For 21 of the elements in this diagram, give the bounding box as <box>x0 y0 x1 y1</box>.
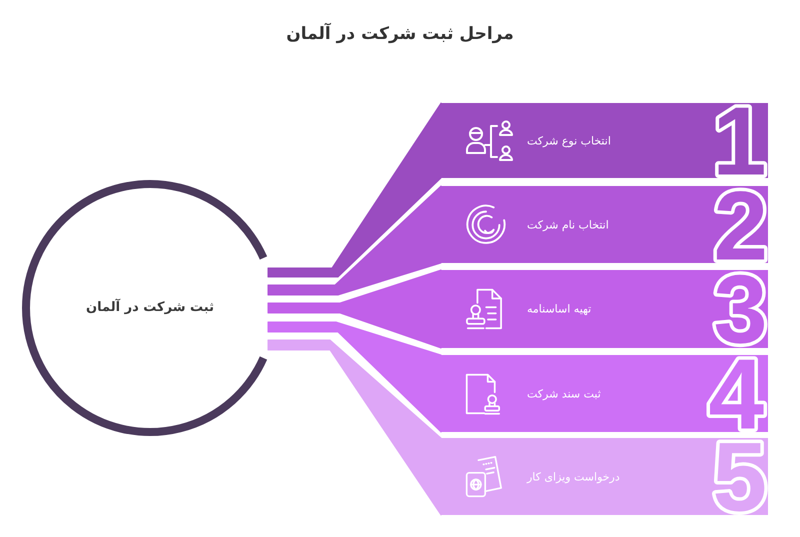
step-band <box>441 186 768 263</box>
connector <box>268 322 442 432</box>
title: مراحل ثبت شرکت در آلمان <box>286 24 514 44</box>
step-number: 4 <box>706 356 768 432</box>
connector <box>268 340 442 516</box>
step-label: درخواست ویزای کار <box>527 470 620 484</box>
step-number: 1 <box>715 104 768 178</box>
step-number: 5 <box>712 438 768 514</box>
step-band <box>441 270 768 348</box>
step-label: انتخاب نام شرکت <box>527 218 609 232</box>
hub-label: ثبت شرکت در آلمان <box>86 300 214 316</box>
connector <box>268 186 442 296</box>
step-label: ثبت سند شرکت <box>527 386 601 400</box>
step-label: تهیه اساسنامه <box>527 302 592 316</box>
step-label: انتخاب نوع شرکت <box>527 134 611 148</box>
step-band <box>441 355 768 432</box>
step-band <box>441 103 768 178</box>
step-band <box>441 438 768 515</box>
connector <box>268 270 442 348</box>
step-number: 2 <box>713 186 768 262</box>
step-number: 3 <box>712 270 768 348</box>
